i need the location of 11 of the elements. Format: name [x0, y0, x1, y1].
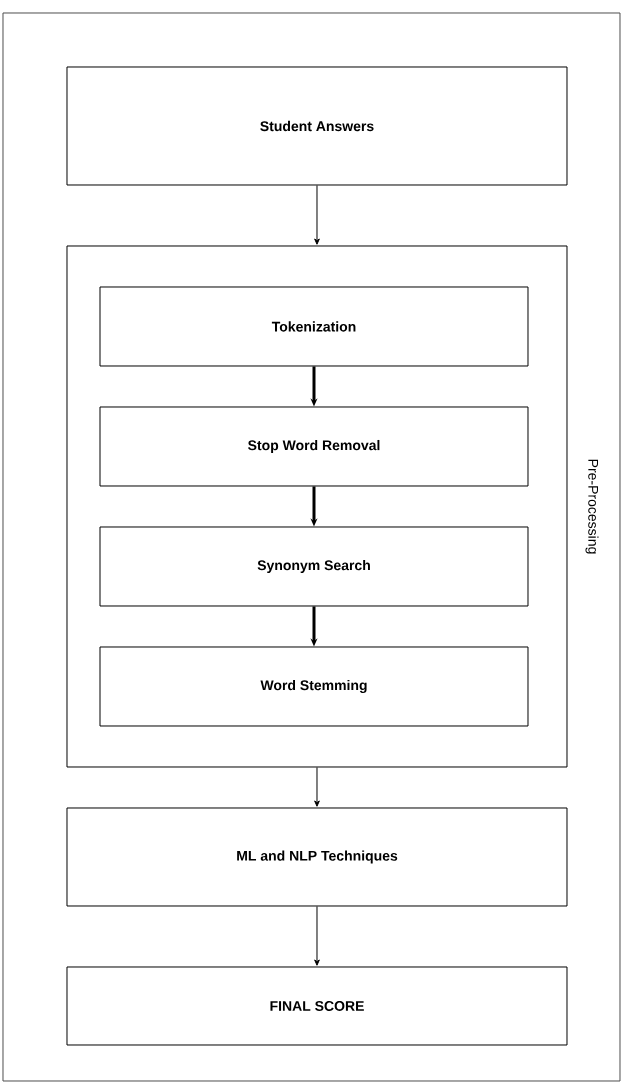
- process-box: Word Stemming: [99, 646, 529, 727]
- arrow: [314, 906, 320, 966]
- process-box: Stop Word Removal: [99, 406, 529, 487]
- process-box: Student Answers: [66, 66, 568, 186]
- arrow: [314, 767, 320, 807]
- process-box: Tokenization: [99, 286, 529, 367]
- process-box: Synonym Search: [99, 526, 529, 607]
- process-box: ML and NLP Techniques: [66, 807, 568, 907]
- process-box: FINAL SCORE: [66, 966, 568, 1046]
- node-label: Pre-Processing: [585, 459, 599, 554]
- arrow: [314, 185, 320, 245]
